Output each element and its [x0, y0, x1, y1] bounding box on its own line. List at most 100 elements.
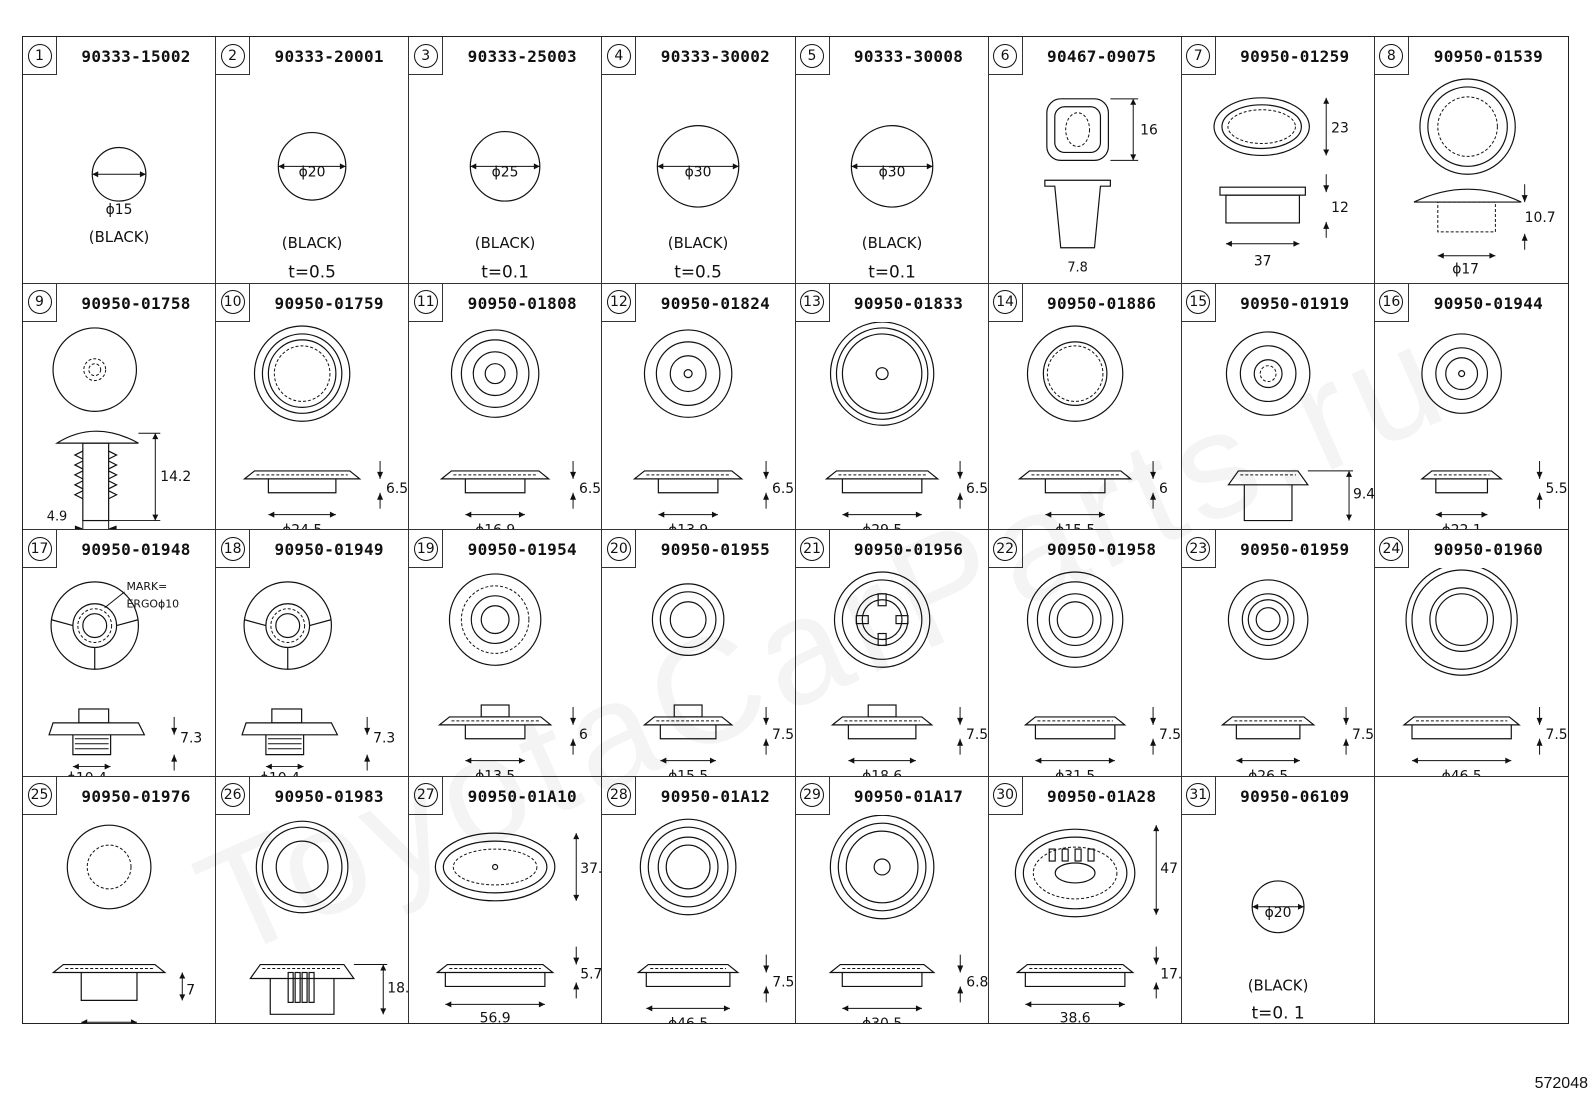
part-number: 90950-01833 [853, 293, 964, 313]
outline-shape [270, 608, 306, 643]
outline-shape [261, 332, 343, 414]
outline-shape [648, 826, 729, 907]
dimension-label: ϕ29.5 [862, 522, 902, 529]
item-number-box: 13 [795, 283, 830, 322]
diagram-id: 572048 [1534, 1075, 1588, 1092]
body-profile [841, 972, 923, 987]
arrowhead [1536, 492, 1543, 500]
arrowhead [763, 985, 770, 993]
item-number: 31 [1186, 783, 1211, 807]
part-drawing: ϕ20(BLACK)t=0. 1 [1247, 879, 1308, 1022]
outline-shape [275, 613, 301, 639]
rib [1087, 847, 1095, 862]
outline-shape [461, 338, 530, 408]
part-drawing: 14.24.9 [47, 326, 191, 529]
outline-shape [1026, 324, 1124, 422]
body-profile [444, 972, 546, 987]
arrowhead [573, 957, 580, 965]
arrowhead [956, 985, 963, 993]
flange-profile [242, 469, 362, 479]
rib [1048, 847, 1056, 862]
outline-shape [1411, 569, 1512, 670]
outline-shape [1253, 358, 1283, 388]
body-profile [267, 478, 337, 493]
dimension-label: 7.5 [773, 974, 795, 990]
item-number: 15 [1186, 290, 1211, 314]
flange-profile [824, 469, 939, 479]
item-number: 18 [220, 536, 245, 561]
item-number-box: 11 [409, 283, 444, 322]
part-number: 90950-01976 [81, 786, 191, 806]
dimension-label: ϕ25 [492, 164, 519, 180]
outline-shape [855, 593, 909, 647]
arrowhead [1342, 738, 1349, 746]
dimension-label: ϕ24.5 [282, 522, 322, 529]
outline-shape [1435, 346, 1488, 400]
arrowhead [1345, 470, 1352, 521]
dimension-label: 56.9 [480, 1010, 511, 1023]
grommet-inner [1227, 109, 1296, 145]
body-profile [80, 972, 138, 1001]
outline-shape [873, 857, 891, 876]
grommet-ring [442, 840, 548, 893]
dimension-label: ϕ10.4 [260, 770, 300, 775]
item-number-box: 1 [23, 37, 57, 75]
grommet-outer [1213, 97, 1310, 157]
dimension-label: ϕ13.9 [668, 522, 708, 529]
flange-profile [1413, 188, 1522, 203]
mark-note: ERGOϕ10 [127, 598, 180, 611]
item-number: 2 [220, 43, 245, 68]
spoke [855, 615, 869, 625]
body-profile [1243, 484, 1293, 521]
outline-shape [1427, 86, 1508, 167]
cap [78, 708, 110, 724]
item-number-box: 24 [1374, 530, 1409, 568]
item-number: 12 [606, 290, 631, 314]
dimension-label: ϕ22.1 [1441, 522, 1481, 529]
outline-shape [449, 573, 542, 666]
cap [480, 704, 510, 718]
dimension-label: 4.9 [47, 509, 68, 524]
item-number: 10 [220, 290, 245, 314]
outline-shape [656, 340, 721, 406]
outline-shape [670, 354, 707, 392]
dimension-label: 6.5 [579, 480, 601, 496]
thickness-note: t=0.1 [868, 262, 916, 282]
outline-shape [472, 350, 518, 396]
dimension-label: ϕ30.5 [862, 1016, 902, 1023]
part-number: 90467-09075 [1047, 47, 1157, 66]
part-drawing: 7.5ϕ46.5 [1402, 568, 1567, 776]
grommet-outer [1014, 828, 1136, 917]
color-note: (BLACK) [282, 234, 343, 252]
part-number: 90950-01A10 [467, 786, 577, 806]
arrowhead [660, 757, 717, 764]
outline-shape [658, 836, 719, 897]
outline-shape [1419, 78, 1516, 175]
outline-shape [1239, 344, 1297, 402]
item-number-box: 15 [1181, 283, 1216, 322]
outline-shape [833, 571, 930, 668]
thickness-note: t=0. 1 [1251, 1002, 1304, 1022]
outline-shape [1227, 579, 1309, 660]
dimension-label: ϕ30 [878, 164, 905, 180]
part-drawing: 7ϕ4.5 [51, 824, 195, 1023]
dimension-label: ϕ20 [1264, 904, 1291, 920]
outline-shape [683, 368, 694, 378]
part-drawing: ϕ20(BLACK)t=0.5 [277, 131, 347, 282]
part-drawing: 6.5ϕ16.9 [440, 328, 601, 529]
item-number-box: 30 [988, 776, 1023, 815]
dimension-label: ϕ10.4 [67, 770, 107, 775]
arrowhead [74, 525, 117, 529]
plug-outline [657, 125, 740, 208]
arrowhead [570, 717, 577, 725]
dimension-label: 6.8 [966, 974, 988, 990]
part-number: 90950-01259 [1240, 47, 1350, 66]
part-drawing: 167.8 [1043, 98, 1157, 276]
part-number: 90950-01954 [467, 540, 577, 559]
